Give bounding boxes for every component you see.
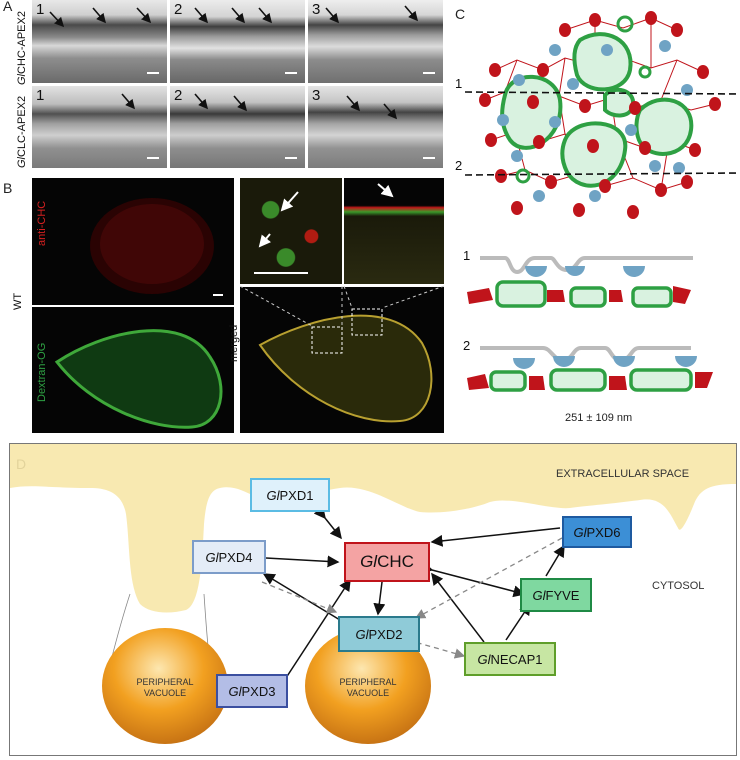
micrograph-merged [240, 287, 444, 433]
vacuole-label-right: PERIPHERAL VACUOLE [339, 677, 397, 698]
panel-b-letter: B [3, 180, 13, 196]
cross-section-profiles [467, 256, 713, 392]
micrograph-dextran-og [32, 307, 234, 433]
panel-c-letter: C [455, 6, 466, 22]
scale-bar [423, 157, 435, 159]
frame-number: 1 [36, 1, 45, 18]
zoom-inset-right [344, 178, 444, 284]
zoom-inset-arrows [258, 183, 394, 248]
frame-number: 3 [312, 1, 321, 18]
frame-number: 1 [36, 87, 45, 104]
em-image-clc-3: 3 [308, 86, 443, 168]
frame-number: 2 [174, 87, 183, 104]
section-line-1 [464, 91, 739, 95]
interaction-arrows [261, 506, 565, 685]
scale-bar [147, 72, 159, 74]
membrane-diagram [10, 444, 736, 744]
profile-marker-2: 2 [463, 338, 471, 353]
vacuole-label-left: PERIPHERAL VACUOLE [136, 677, 194, 698]
micrograph-anti-chc [32, 178, 234, 305]
measurement-label: 251 ± 109 nm [565, 412, 633, 424]
section-line-2 [464, 172, 739, 176]
scale-bar [423, 72, 435, 74]
zoom-inset-left [240, 178, 342, 284]
profile-marker-1: 1 [463, 248, 471, 263]
cytosol-label: CYTOSOL [652, 580, 705, 592]
clathrin-network-diagram [464, 11, 739, 219]
condition-label: WT [12, 292, 24, 310]
scale-bar [213, 294, 223, 296]
extracellular-label: EXTRACELLULAR SPACE [556, 468, 690, 480]
frame-number: 2 [174, 1, 183, 18]
vacuole-left [102, 628, 228, 744]
arrow-markers [49, 5, 419, 120]
vacuole-right [305, 628, 431, 744]
dextran-og-label: Dextran-OG [36, 342, 48, 402]
scale-bar [285, 157, 297, 159]
scale-bar [285, 72, 297, 74]
section-marker-2: 2 [455, 158, 463, 173]
merged-label: merged [228, 324, 240, 362]
zoom-connector-lines [240, 285, 445, 327]
anti-chc-label: anti-CHC [36, 200, 48, 246]
em-image-clc-1: 1 [32, 86, 167, 168]
panel-a-arrows [49, 5, 419, 120]
section-marker-1: 1 [455, 76, 463, 91]
frame-number: 3 [312, 87, 321, 104]
scale-bar [147, 157, 159, 159]
panel-a-letter: A [3, 0, 13, 14]
